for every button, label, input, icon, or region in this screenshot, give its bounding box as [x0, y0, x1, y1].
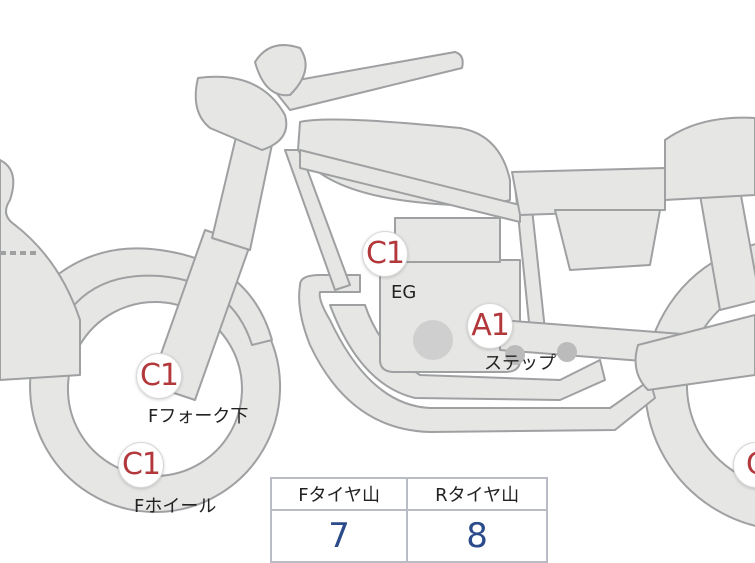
handlebar-clamp — [254, 44, 307, 97]
rear-tire-header: Rタイヤ山 — [406, 477, 548, 511]
marker-eg-grade: C1 — [362, 231, 408, 277]
marker-ffork-grade: C1 — [136, 353, 182, 399]
frame-down-tube — [284, 149, 351, 291]
marker-fwheel-label: Fホイール — [134, 496, 217, 517]
exhaust-pipe-upper — [329, 304, 606, 401]
engine-head — [394, 217, 501, 263]
engine-cover-dot — [413, 320, 453, 360]
marker-step-label: ステップ — [484, 353, 556, 374]
step-right-dot — [557, 342, 577, 362]
tail-cowl — [664, 116, 755, 201]
marker-ffork-label: Fフォーク下 — [148, 406, 249, 427]
front-tire-value: 7 — [269, 509, 409, 563]
step-left-dot — [505, 345, 525, 365]
front-fairing — [0, 159, 81, 381]
rear-wheel — [644, 243, 755, 527]
headlight — [194, 75, 288, 151]
handlebar — [269, 51, 464, 111]
tire-tread-table: Fタイヤ山 Rタイヤ山 7 8 — [269, 477, 548, 563]
muffler — [634, 314, 755, 391]
seat — [511, 167, 666, 216]
rear-tire-value: 8 — [406, 509, 548, 563]
marker-eg-label: EG — [391, 282, 417, 303]
side-cover — [554, 209, 661, 271]
marker-fwheel-grade: C1 — [118, 442, 164, 488]
frame-backbone — [299, 149, 521, 223]
front-tire-header: Fタイヤ山 — [269, 477, 409, 511]
marker-step-grade: A1 — [467, 303, 513, 349]
fuel-tank — [297, 118, 511, 206]
